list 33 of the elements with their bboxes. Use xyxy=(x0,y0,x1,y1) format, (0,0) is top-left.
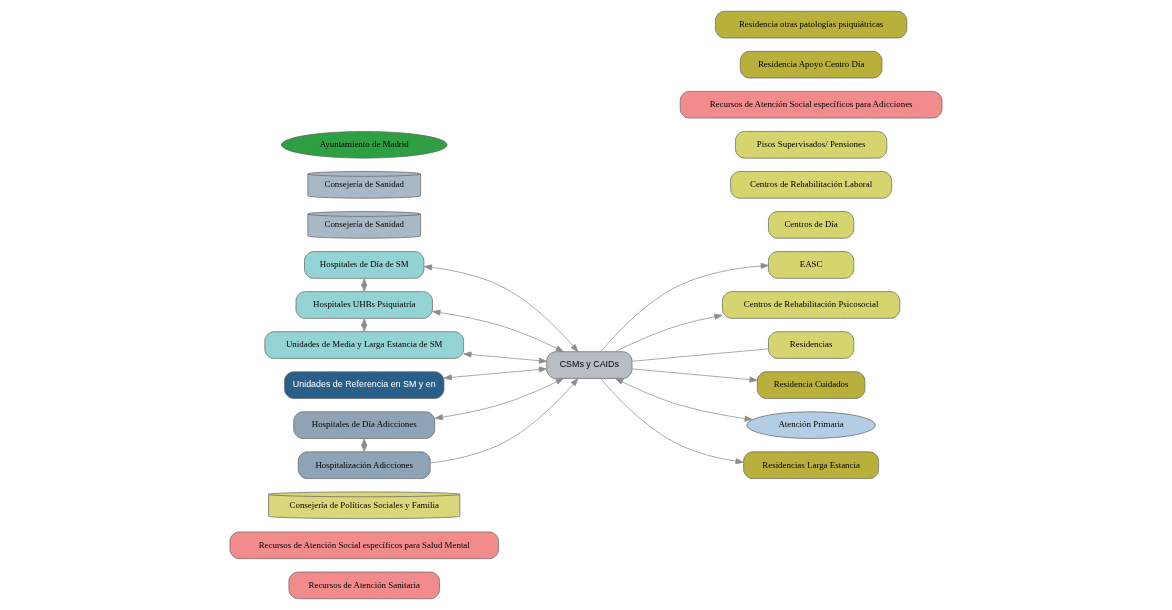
node-box: CSMs y CAIDs xyxy=(546,351,633,379)
node-box: Residencia Apoyo Centro Día xyxy=(739,50,883,79)
arrow xyxy=(615,313,723,352)
node-box: Hospitales UHBs Psiquiatría xyxy=(295,291,433,319)
node-box: Unidades de Media y Larga Estancia de SM xyxy=(264,331,464,359)
connector xyxy=(631,348,769,362)
node-box: Recursos de Atención Social específicos para Salud Mental xyxy=(229,531,499,560)
node-box: Residencias Larga Estancia xyxy=(743,451,879,479)
node-box: Unidades de Referencia en SM y en xyxy=(284,371,445,399)
arrow xyxy=(631,368,758,383)
arrow xyxy=(434,378,564,421)
arrow xyxy=(432,309,564,353)
arrow xyxy=(423,264,579,353)
node-box: Hospitalización Adicciones xyxy=(297,451,431,479)
node-box: Hospitales de Día de SM xyxy=(304,251,425,279)
node-box: Centros de Rehabilitación Laboral xyxy=(730,171,892,199)
arrow xyxy=(443,366,547,381)
node-box: Recursos de Atención Sanitaria xyxy=(288,571,440,600)
node-box: Hospitales de Día Adicciones xyxy=(293,411,436,439)
arrow xyxy=(615,378,753,422)
node-box: Centros de Día xyxy=(768,211,855,239)
node-box: EASC xyxy=(768,251,855,279)
node-box: Residencia Cuidados xyxy=(756,371,866,399)
node-box: Centros de Rehabilitación Psicosocial xyxy=(722,291,901,319)
arrow xyxy=(600,263,769,353)
node-box: Residencia otras patologías psiquiátricas xyxy=(715,10,908,39)
arrow xyxy=(429,378,579,464)
node-ellipse: Ayuntamiento de Madrid xyxy=(280,131,448,159)
arrow xyxy=(600,378,744,465)
node-box: Pisos Supervisados/ Pensiones xyxy=(735,131,888,159)
node-box: Recursos de Atención Social específicos para Adicciones xyxy=(679,91,943,119)
arrow xyxy=(463,351,547,364)
node-box: Residencias xyxy=(768,331,855,359)
